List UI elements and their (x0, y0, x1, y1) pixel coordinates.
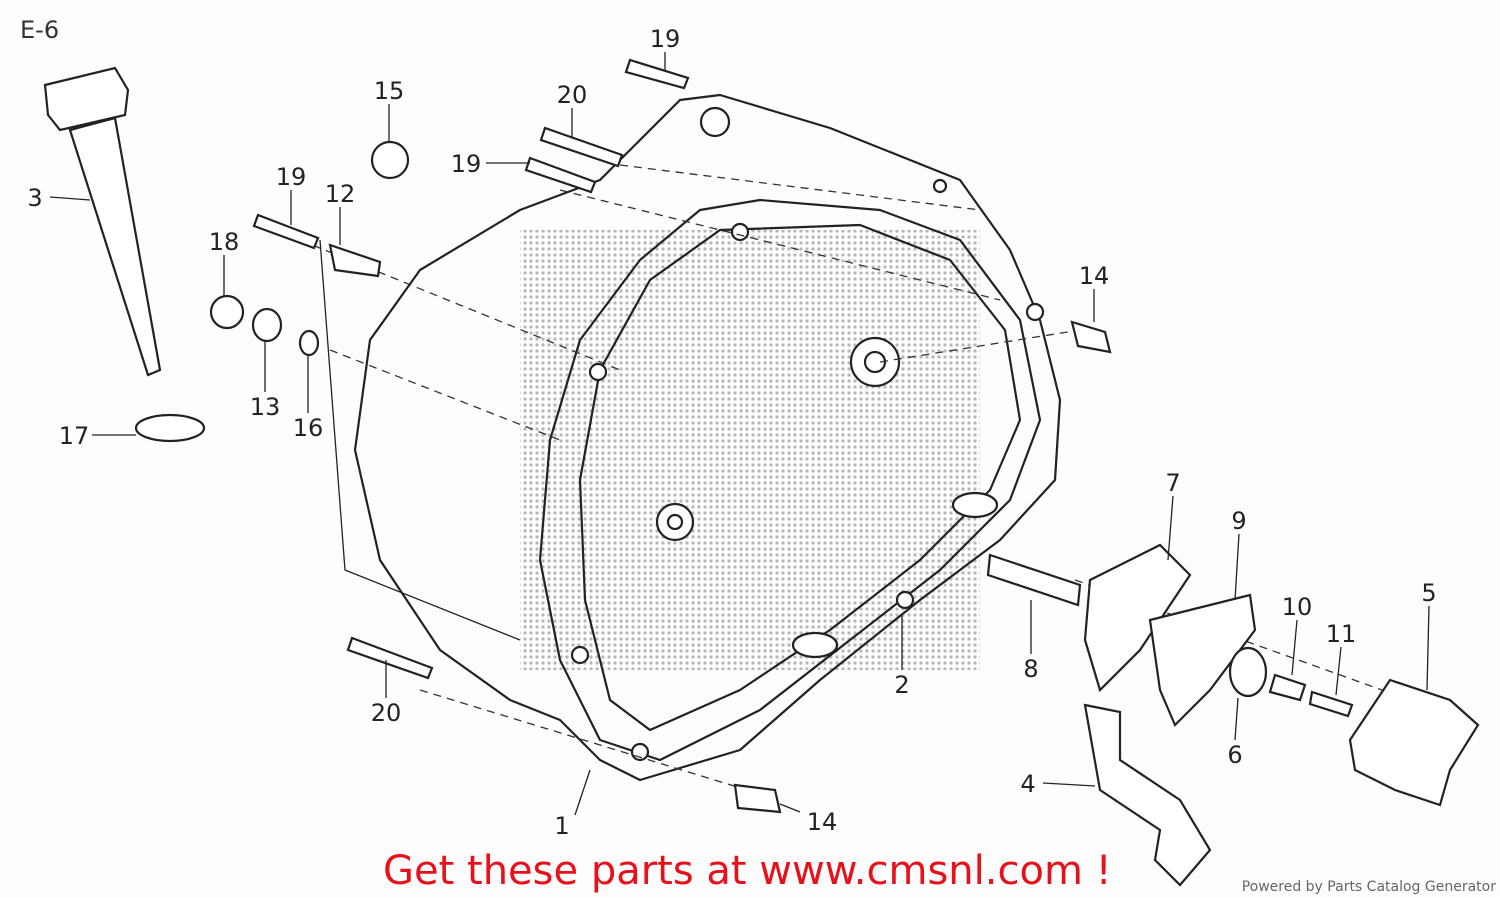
callout-16: 16 (293, 414, 324, 442)
washer-13 (251, 307, 283, 343)
callout-6: 6 (1227, 741, 1242, 769)
lever-5 (1348, 678, 1480, 807)
bolts (252, 58, 690, 680)
callout-4: 4 (1020, 770, 1035, 798)
callout-20: 20 (371, 699, 402, 727)
callout-19: 19 (276, 163, 307, 191)
callout-17: 17 (59, 422, 90, 450)
callout-14: 14 (1079, 262, 1110, 290)
diagram-reference: E-6 (20, 16, 60, 44)
callout-1: 1 (554, 812, 569, 840)
bearing-15 (370, 140, 410, 180)
o-ring-17 (134, 413, 206, 443)
callout-12: 12 (325, 180, 356, 208)
powered-by-text: Powered by Parts Catalog Generator (1241, 879, 1496, 895)
callout-11: 11 (1326, 620, 1357, 648)
clamp-12 (328, 243, 382, 278)
collar-10 (1268, 673, 1307, 702)
callout-14: 14 (807, 808, 838, 836)
callout-8: 8 (1023, 655, 1038, 683)
callout-15: 15 (374, 77, 405, 105)
dowel-pin-14-bottom (733, 783, 782, 814)
callout-9: 9 (1231, 507, 1246, 535)
washer-16 (298, 329, 320, 357)
shaft-8 (986, 553, 1082, 607)
nut-18 (209, 294, 245, 330)
clutch-cover (353, 93, 1062, 782)
callout-2: 2 (894, 671, 909, 699)
promo-link[interactable]: Get these parts at www.cmsnl.com ! (383, 848, 1112, 894)
callout-13: 13 (250, 393, 281, 421)
callout-3: 3 (27, 184, 42, 212)
callout-18: 18 (209, 228, 240, 256)
spring-11 (1308, 690, 1354, 718)
callout-20: 20 (557, 81, 588, 109)
dowel-pin-14-top (1070, 320, 1112, 354)
callout-5: 5 (1421, 579, 1436, 607)
plate-9 (1148, 593, 1257, 727)
callout-19: 19 (451, 150, 482, 178)
oil-filler-cap (43, 66, 162, 377)
leader-lines (49, 52, 1430, 816)
callout-7: 7 (1165, 469, 1180, 497)
arm-4 (1083, 703, 1212, 887)
callout-10: 10 (1282, 593, 1313, 621)
spring-6 (1228, 646, 1268, 698)
plate-7 (1083, 543, 1192, 693)
callout-numbers: 19 20 19 15 19 12 18 3 13 16 17 14 7 9 10 11 5 8 2 6 4 20 1 14 (27, 25, 1436, 840)
callout-19: 19 (650, 25, 681, 53)
